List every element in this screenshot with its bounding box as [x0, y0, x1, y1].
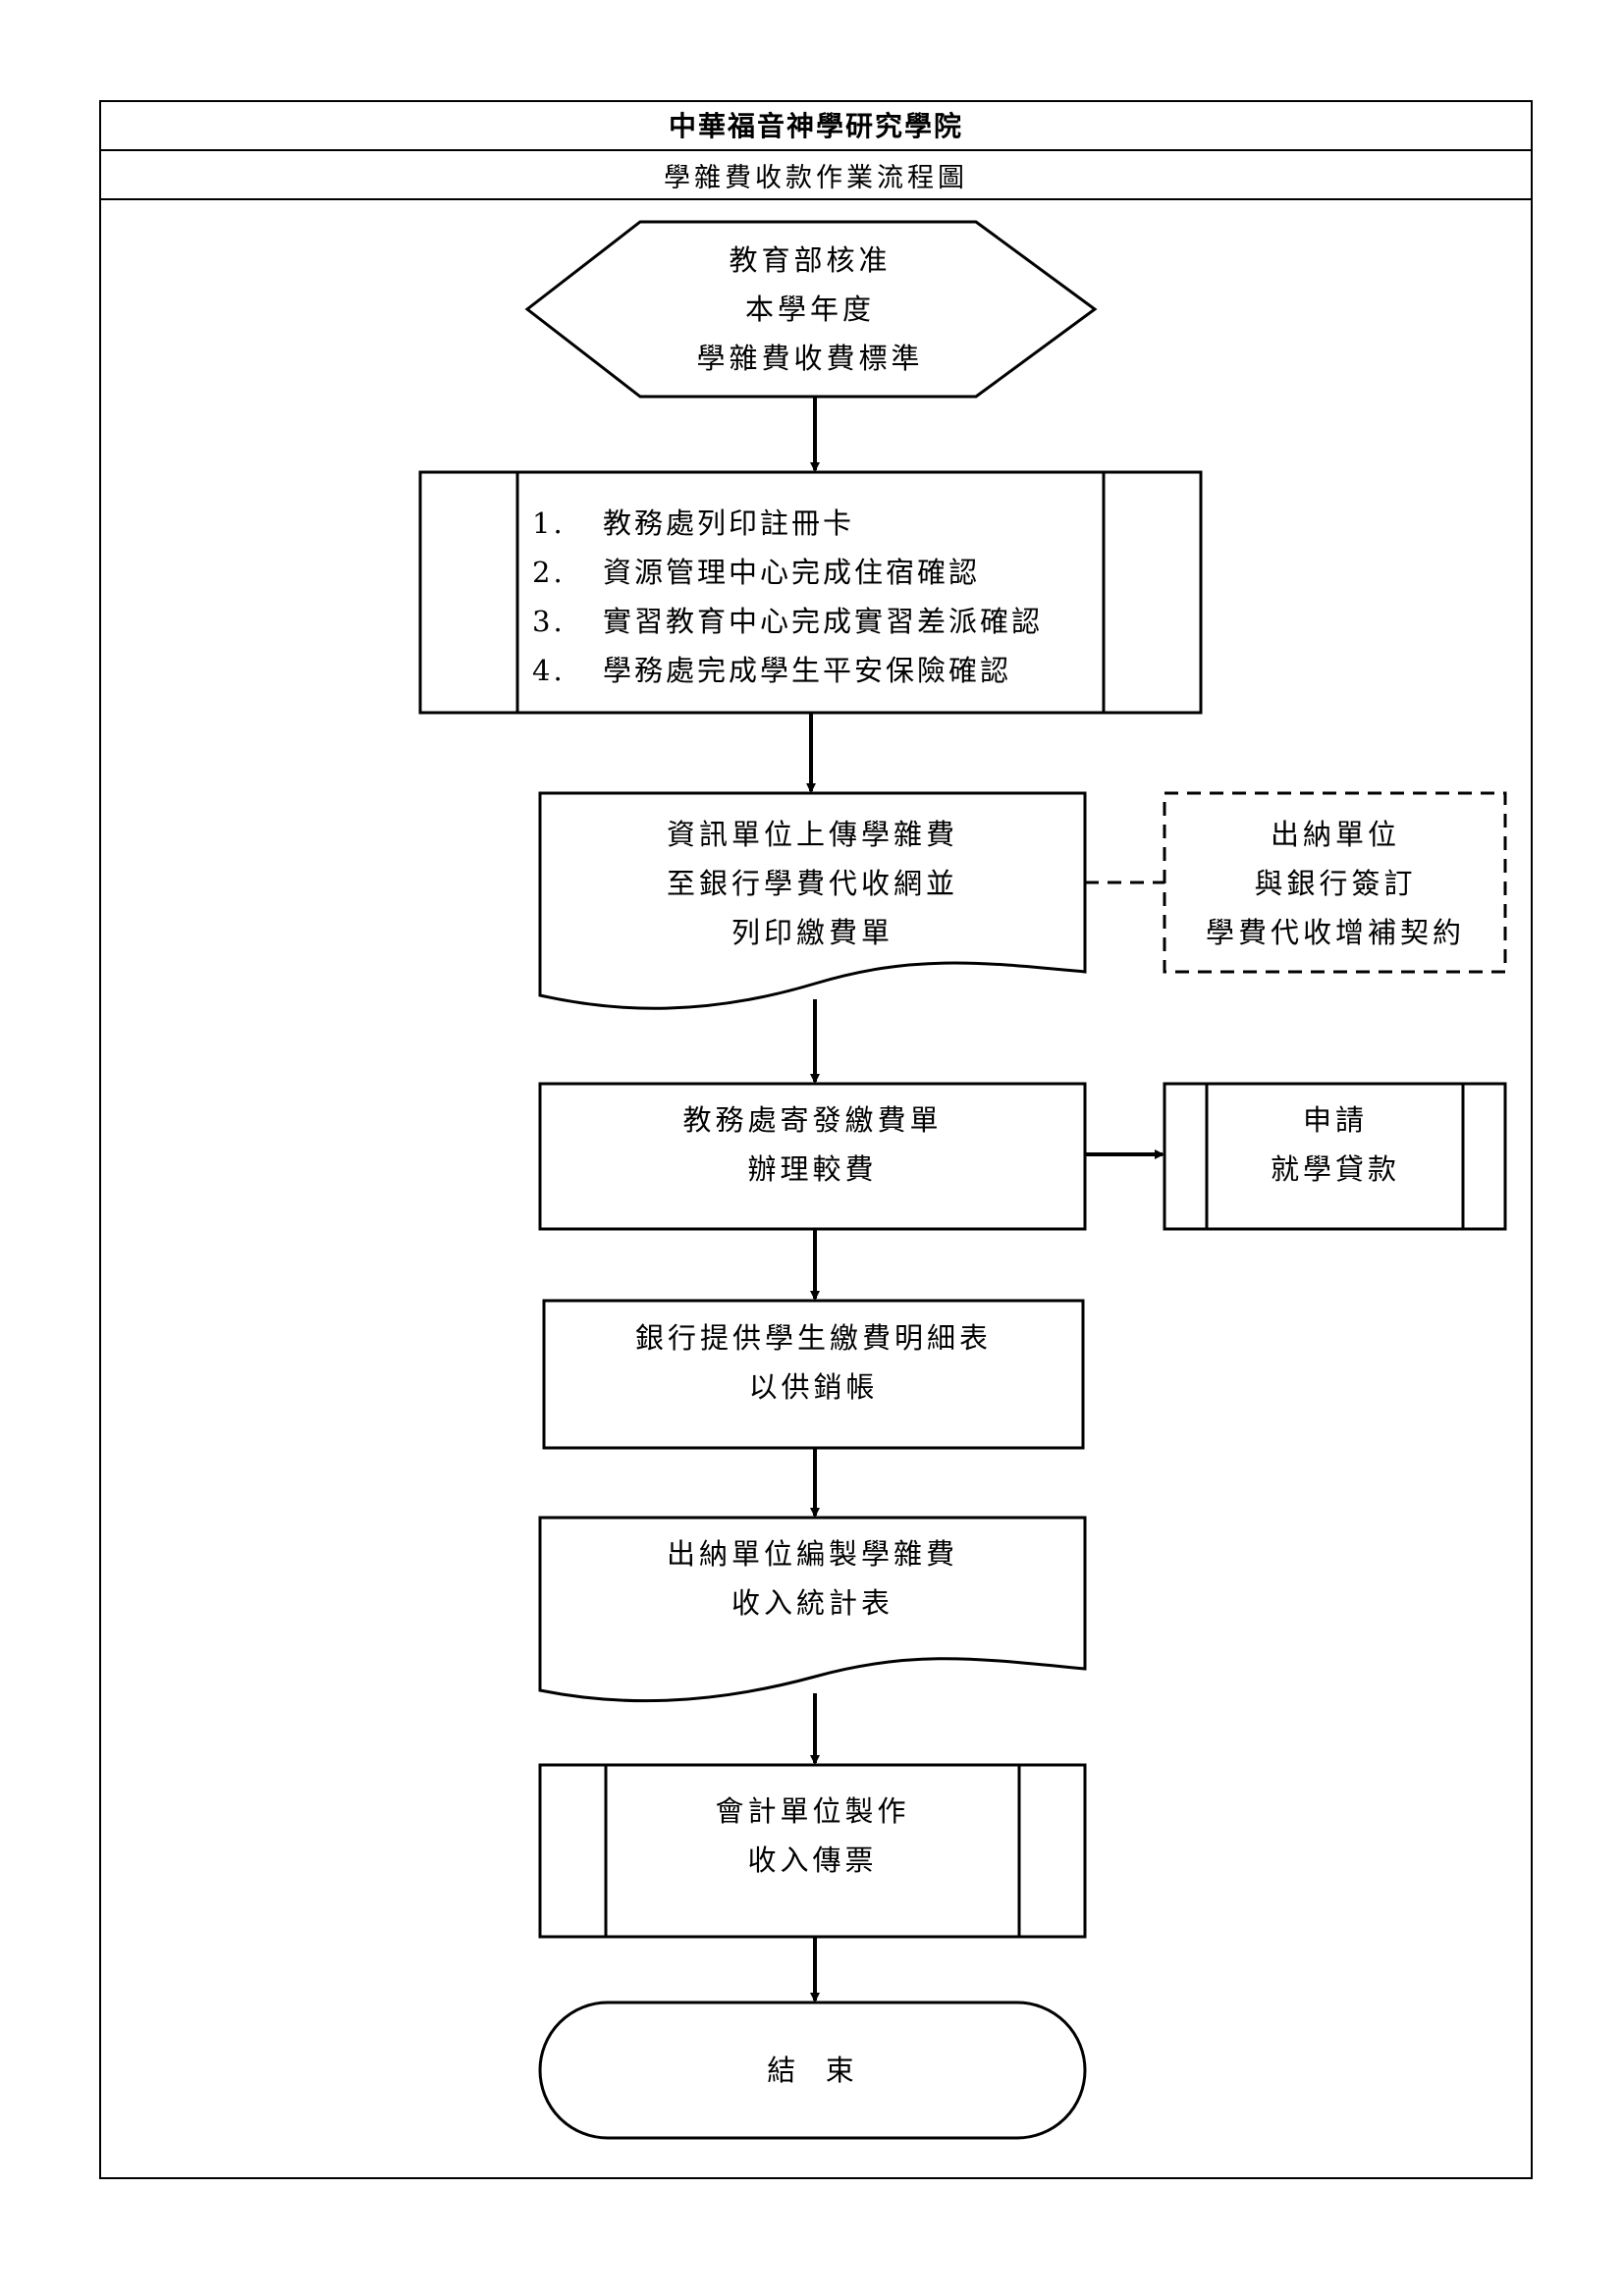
- bank-detail-label: 銀行提供學生繳費明細表 以供銷帳: [634, 1321, 992, 1404]
- mail-bills-label: 教務處寄發繳費單 辦理較費: [682, 1103, 943, 1186]
- voucher-label: 會計單位製作 收入傳票: [715, 1794, 910, 1877]
- preparation-steps-list: 1. 教務處列印註冊卡 2. 資源管理中心完成住宿確認 3. 實習教育中心完成實…: [532, 499, 1102, 695]
- upload-document-shape: [538, 791, 1087, 1010]
- start-hexagon: [524, 220, 1098, 399]
- loan-box: [1163, 1082, 1507, 1231]
- step-item: 2. 資源管理中心完成住宿確認: [532, 556, 981, 589]
- step-item: 3. 實習教育中心完成實習差派確認: [532, 605, 1044, 638]
- upload-document-label: 資訊單位上傳學雜費 至銀行學費代收網並 列印繳費單: [666, 818, 958, 949]
- start-label: 教育部核准 本學年度 學雜費收費標準: [696, 243, 924, 375]
- institution-title: 中華福音神學研究學院: [99, 100, 1533, 151]
- step-item: 1. 教務處列印註冊卡: [532, 507, 855, 540]
- end-terminator: [538, 2001, 1087, 2140]
- income-document-shape: [538, 1516, 1087, 1703]
- flowchart-title: 學雜費收款作業流程圖: [99, 151, 1533, 200]
- step-item: 4. 學務處完成學生平安保險確認: [532, 654, 1012, 687]
- voucher-box: [538, 1763, 1087, 1939]
- income-statement-label: 出納單位編製學雜費 收入統計表: [666, 1537, 958, 1620]
- contract-label: 出納單位 與銀行簽訂 學費代收增補契約: [1205, 818, 1465, 949]
- loan-label: 申請 就學貸款: [1270, 1103, 1400, 1186]
- end-label: 結 束: [767, 2054, 858, 2087]
- outer-frame: [99, 100, 1533, 2179]
